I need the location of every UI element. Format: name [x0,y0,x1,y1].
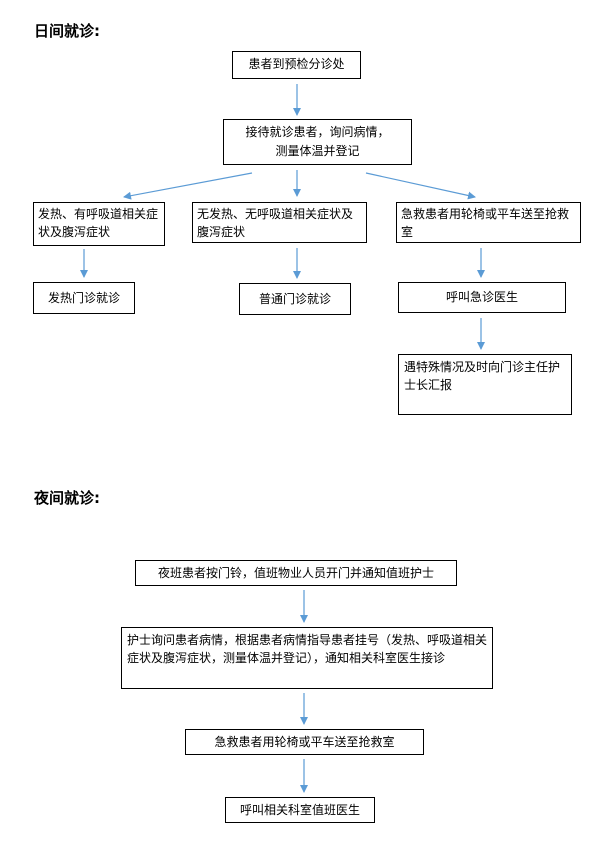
node-reception-register: 接待就诊患者，询问病情， 测量体温并登记 [223,119,412,165]
node-call-duty-doctor: 呼叫相关科室值班医生 [225,797,375,823]
night-section-title: 夜间就诊: [34,489,100,507]
node-general-clinic: 普通门诊就诊 [239,283,351,315]
node-reception-line1: 接待就诊患者，询问病情， [245,125,390,139]
node-call-er-doctor: 呼叫急诊医生 [398,282,566,313]
node-nurse-triage: 护士询问患者病情，根据患者病情指导患者挂号（发热、呼吸道相关症状及腹泻症状，测量… [121,627,493,689]
node-fever-symptoms: 发热、有呼吸道相关症状及腹泻症状 [33,202,165,246]
arrow-reception-to-fever [123,172,253,200]
node-no-fever: 无发热、无呼吸道相关症状及腹泻症状 [192,202,367,243]
node-emergency-transfer-night: 急救患者用轮椅或平车送至抢救室 [185,729,424,755]
node-reception-line2: 测量体温并登记 [275,144,360,158]
day-section-title: 日间就诊: [34,22,100,40]
node-night-arrival: 夜班患者按门铃，值班物业人员开门并通知值班护士 [135,560,457,586]
node-report-special-case: 遇特殊情况及时向门诊主任护士长汇报 [398,354,572,415]
node-fever-clinic: 发热门诊就诊 [33,282,135,314]
node-emergency-transfer-day: 急救患者用轮椅或平车送至抢救室 [396,202,581,243]
node-patient-arrives-triage: 患者到预检分诊处 [232,51,361,79]
arrow-reception-to-emergency [365,172,476,200]
